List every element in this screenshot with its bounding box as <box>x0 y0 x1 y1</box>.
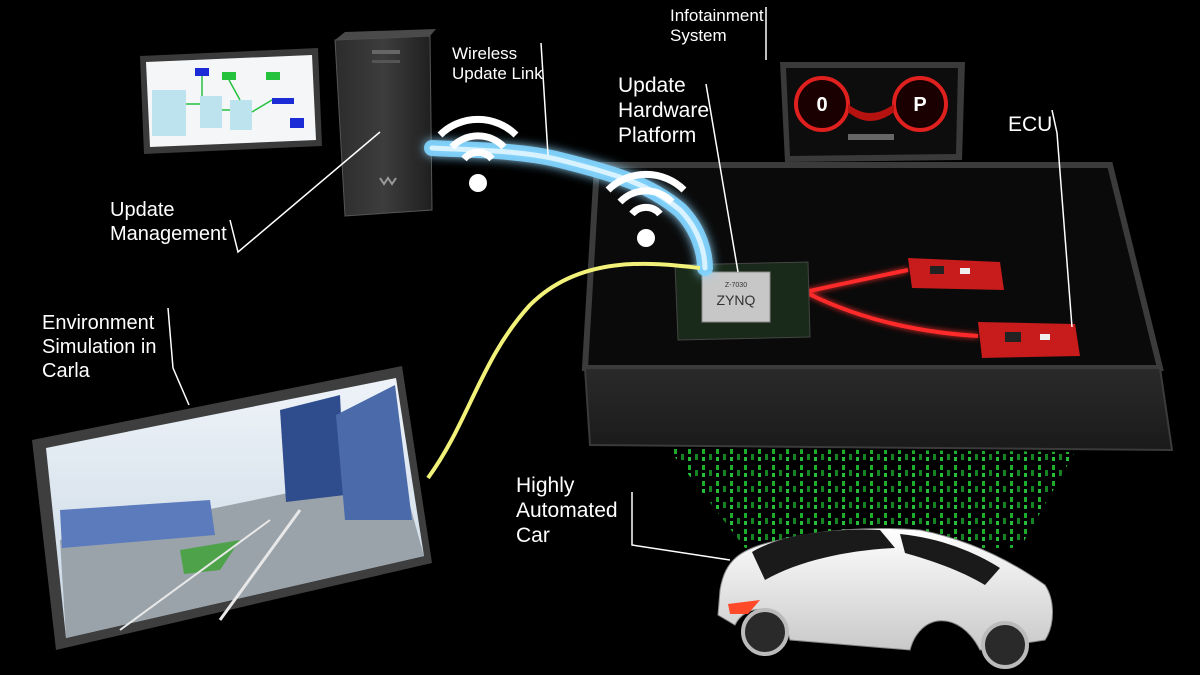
wireless-update-link <box>424 140 713 276</box>
carla-simulation-screen <box>32 366 432 650</box>
management-monitor <box>140 48 322 154</box>
zynq-chip <box>701 271 771 323</box>
leader-ecu <box>1051 109 1073 328</box>
label-ecu: ECU <box>1008 113 1053 136</box>
simulation-cable <box>426 261 701 480</box>
ecu-board-1 <box>908 258 1004 290</box>
label-environment-simulation: Environment Simulation in Carla <box>42 312 157 382</box>
sim-block-icon <box>152 90 186 136</box>
pc-tower <box>334 29 436 217</box>
leader-lines <box>167 7 1073 561</box>
car-wheel <box>741 608 789 656</box>
label-update-management: Update Management <box>110 199 227 245</box>
car-wheel <box>981 621 1029 669</box>
infotainment-display: 0 P <box>780 62 965 162</box>
chip-part: Z-7030 <box>725 282 747 289</box>
wifi-icon <box>437 115 519 192</box>
label-wireless-update-link: Wireless Update Link <box>452 44 543 83</box>
label-update-hardware-platform: Update Hardware Platform <box>618 74 710 147</box>
leader-env-sim <box>167 307 190 406</box>
car-windshield <box>752 529 895 580</box>
automated-car <box>717 527 1053 669</box>
gear-value: P <box>913 94 926 116</box>
ecu-board-2 <box>978 322 1080 358</box>
matrix-data-stream <box>668 448 1075 548</box>
speed-value: 0 <box>816 94 827 116</box>
leader-update-hw <box>705 83 739 273</box>
leader-wireless <box>540 42 549 156</box>
car-tail-light <box>728 600 760 614</box>
chip-brand: ZYNQ <box>717 292 756 308</box>
leader-car <box>631 492 731 561</box>
leader-update-mgmt <box>229 131 381 254</box>
label-infotainment: Infotainment System <box>670 6 764 45</box>
ecu-connections <box>804 268 979 338</box>
tower-logo-icon <box>379 176 397 186</box>
label-highly-automated-car: Highly Automated Car <box>516 474 618 547</box>
update-hardware-board: Z-7030 ZYNQ <box>674 261 811 341</box>
wifi-icon <box>605 170 687 247</box>
